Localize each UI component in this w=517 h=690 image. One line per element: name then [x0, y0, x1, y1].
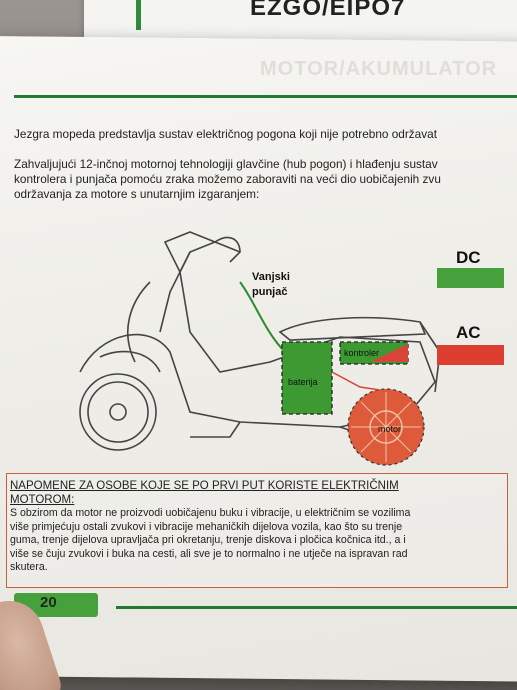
controller-label: kontroler [344, 348, 380, 358]
battery-label: baterija [288, 377, 318, 387]
legend-ac-swatch [437, 345, 504, 365]
paragraph-line: Zahvaljujući 12-inčnoj motornoj tehnolog… [14, 157, 438, 171]
note-line: više primjećuju ostali zvukovi i vibraci… [10, 520, 403, 533]
previous-page-green-bar [136, 0, 141, 30]
top-green-rule [14, 95, 517, 98]
scooter-front-body [79, 241, 436, 428]
faded-page-title: MOTOR/AKUMULATOR [260, 58, 498, 80]
front-wheel [79, 373, 157, 451]
paragraph-line: kontrolera i punjača pomoću zraka možemo… [14, 172, 441, 186]
paragraph-line: održavanja za motore s unutarnjim izgara… [14, 187, 260, 201]
page-number: 20 [40, 594, 57, 611]
legend-dc-label: DC [456, 248, 481, 267]
paragraph: Zahvaljujući 12-inčnoj motornoj tehnolog… [14, 157, 441, 202]
motor-label: motor [378, 424, 402, 434]
bottom-green-rule [116, 606, 517, 609]
note-line: više se čuju zvukovi i buka na cesti, al… [10, 547, 408, 560]
note-line: guma, trenje dijelova upravljača pri okr… [10, 534, 406, 546]
intro-text: Jezgra mopeda predstavlja sustav elektri… [14, 127, 437, 141]
note-line: skutera. [10, 561, 48, 573]
note-line: S obzirom da motor ne proizvodi uobičaje… [10, 507, 411, 519]
note-box [6, 473, 508, 588]
scooter-diagram [79, 231, 440, 466]
note-heading: NAPOMENE ZA OSOBE KOJE SE PO PRVI PUT KO… [10, 480, 399, 506]
note-body: S obzirom da motor ne proizvodi uobičaje… [10, 507, 410, 575]
battery-box [281, 341, 333, 415]
external-charger-label: Vanjski punjač [252, 271, 290, 298]
legend-ac-label: AC [456, 323, 481, 342]
previous-page-title: EZGO/EIPO7 [250, 0, 406, 21]
seat [278, 316, 427, 341]
legend-dc-swatch [437, 268, 504, 288]
